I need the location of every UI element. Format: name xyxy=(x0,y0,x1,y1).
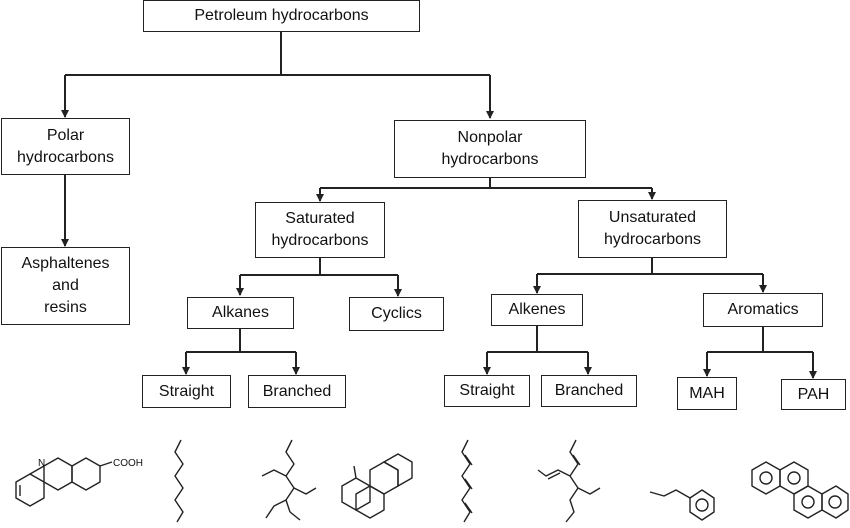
node-pah: PAH xyxy=(781,379,846,410)
node-polar-hydrocarbons: Polar hydrocarbons xyxy=(1,118,130,175)
node-cyclics: Cyclics xyxy=(349,297,444,331)
branched-alkane-structure xyxy=(261,439,317,521)
mah-structure xyxy=(649,489,715,521)
node-mah: MAH xyxy=(677,377,737,410)
branched-alkene-structure xyxy=(537,439,601,523)
resin-structure xyxy=(15,457,113,507)
node-alkenes: Alkenes xyxy=(491,294,583,326)
straight-alkane-structure xyxy=(174,439,184,523)
resin-cooh-label: COOH xyxy=(113,458,143,469)
node-petroleum-hydrocarbons: Petroleum hydrocarbons xyxy=(143,0,420,32)
node-alkane-straight: Straight xyxy=(142,375,231,408)
node-saturated-hydrocarbons: Saturated hydrocarbons xyxy=(255,202,385,258)
node-nonpolar-hydrocarbons: Nonpolar hydrocarbons xyxy=(394,120,586,178)
node-alkene-straight: Straight xyxy=(444,375,530,407)
pah-structure xyxy=(751,461,849,519)
node-alkanes: Alkanes xyxy=(187,297,294,329)
node-asphaltenes-and-resins: Asphaltenes and resins xyxy=(1,247,130,325)
node-aromatics: Aromatics xyxy=(703,293,823,327)
node-alkene-branched: Branched xyxy=(541,375,637,407)
node-unsaturated-hydrocarbons: Unsaturated hydrocarbons xyxy=(578,200,727,258)
cyclic-structure xyxy=(341,453,413,519)
resin-n-label: N xyxy=(38,458,45,469)
node-alkane-branched: Branched xyxy=(248,375,346,408)
straight-alkene-structure xyxy=(461,439,473,523)
